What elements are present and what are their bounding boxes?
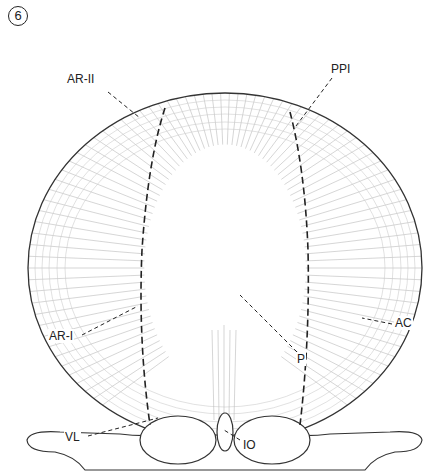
- striation: [47, 346, 163, 413]
- striation: [0, 229, 145, 247]
- striation: [301, 310, 434, 346]
- striation: [293, 335, 419, 393]
- striation: [227, 38, 231, 145]
- striation: [0, 255, 144, 261]
- striation: [13, 316, 151, 357]
- striation: [19, 323, 153, 370]
- leader-lines: [82, 78, 392, 440]
- inner-organ: [217, 413, 233, 451]
- striation: [1, 296, 146, 320]
- part-label: VL: [64, 430, 81, 444]
- boundary-lines: [141, 108, 308, 425]
- part-label: AC: [394, 316, 413, 330]
- striation: [0, 289, 145, 307]
- radial-striations: [0, 38, 434, 433]
- striation: [218, 38, 222, 145]
- striation: [267, 71, 344, 162]
- striation: [65, 103, 169, 179]
- striation: [56, 113, 166, 185]
- striation: [85, 86, 176, 170]
- striation: [1, 216, 146, 240]
- striation: [299, 316, 434, 357]
- striation: [0, 268, 144, 269]
- part-label: IO: [242, 438, 257, 452]
- central-striations: [212, 325, 236, 420]
- striation: [118, 65, 188, 159]
- striation: [0, 275, 144, 281]
- striation: [32, 144, 158, 202]
- striation: [106, 71, 183, 162]
- concentric-rings: [35, 100, 415, 436]
- striation: [32, 335, 158, 393]
- striation: [259, 59, 321, 156]
- part-label: AR-I: [48, 329, 74, 343]
- striation: [0, 242, 145, 254]
- striation: [130, 59, 192, 156]
- striation: [274, 86, 365, 170]
- part-label: AR-II: [66, 72, 95, 86]
- striation: [305, 282, 434, 294]
- striation: [305, 229, 434, 247]
- striation: [305, 289, 434, 307]
- striation: [13, 179, 151, 220]
- striation: [298, 167, 432, 214]
- striation: [288, 122, 404, 189]
- striation: [299, 179, 434, 220]
- bell-outline: [28, 93, 422, 443]
- striation: [305, 242, 434, 254]
- striation: [301, 191, 434, 227]
- figure-number: 6: [8, 6, 28, 26]
- part-label: P: [296, 352, 306, 366]
- striation: [293, 144, 419, 202]
- striation: [0, 282, 145, 294]
- striation: [281, 103, 385, 179]
- part-label: PPI: [330, 62, 351, 76]
- velar-lobe: [234, 416, 310, 464]
- velar-lobe: [140, 416, 216, 464]
